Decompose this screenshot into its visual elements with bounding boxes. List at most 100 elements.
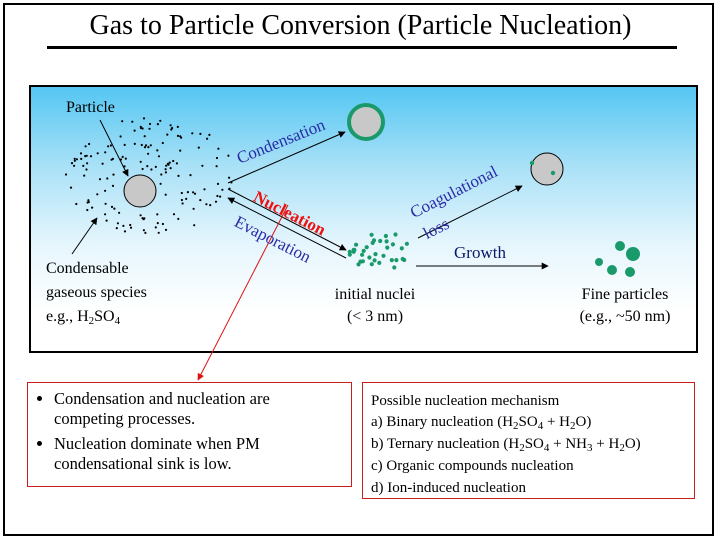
fine-particles-label: Fine particles bbox=[581, 286, 669, 303]
gas-molecule bbox=[154, 226, 157, 229]
nucleus-dot bbox=[392, 265, 397, 270]
gas-molecule bbox=[121, 120, 124, 123]
nucleus-dot bbox=[373, 252, 378, 257]
gas-molecule bbox=[197, 146, 200, 149]
gas-molecule bbox=[180, 198, 183, 202]
gas-molecule bbox=[164, 193, 167, 196]
gas-molecule bbox=[176, 134, 180, 137]
gas-molecule bbox=[208, 133, 211, 136]
gas-molecule bbox=[149, 144, 152, 147]
gas-molecule bbox=[219, 195, 222, 198]
gas-molecule bbox=[139, 214, 142, 217]
gas-molecule bbox=[156, 149, 159, 152]
gas-molecule bbox=[111, 157, 114, 160]
condensable-line-1: Condensable bbox=[46, 260, 129, 277]
gas-molecule bbox=[172, 213, 176, 216]
gas-molecule bbox=[189, 174, 192, 177]
gas-molecule bbox=[221, 188, 224, 191]
mechanism-ternary: b) Ternary nucleation (H2SO4 + NH3 + H2O… bbox=[371, 436, 641, 454]
gas-molecule bbox=[144, 144, 148, 147]
nucleation-arrow bbox=[227, 188, 347, 251]
nucleation-mechanism-note: Possible nucleation mechanism a) Binary … bbox=[362, 382, 695, 499]
gas-molecule bbox=[156, 213, 159, 216]
gas-molecule bbox=[193, 192, 197, 195]
note-bullet-2: Nucleation dominate when PM condensation… bbox=[54, 434, 343, 474]
initial-nuclei-cluster bbox=[347, 232, 409, 270]
gas-molecule bbox=[169, 124, 172, 127]
evaporation-arrow bbox=[227, 197, 347, 259]
gas-molecule bbox=[144, 231, 147, 234]
gas-molecule bbox=[140, 143, 143, 147]
mechanism-ion-induced: d) Ion-induced nucleation bbox=[371, 480, 526, 496]
callout-red-line bbox=[197, 204, 289, 381]
gas-molecule bbox=[139, 126, 143, 130]
gas-molecule bbox=[214, 200, 218, 203]
gas-molecule bbox=[181, 202, 184, 205]
gas-molecule bbox=[91, 206, 94, 209]
gas-molecule bbox=[105, 219, 108, 222]
gas-molecule bbox=[168, 161, 171, 164]
nucleus-dot bbox=[384, 239, 389, 244]
gas-molecule bbox=[177, 217, 180, 220]
nucleus-dot bbox=[347, 252, 352, 257]
gas-molecule bbox=[215, 165, 218, 168]
nucleus-dot bbox=[361, 248, 366, 253]
gas-molecule bbox=[73, 157, 76, 160]
nucleus-dot bbox=[381, 253, 386, 258]
gas-molecule bbox=[104, 189, 107, 192]
gas-molecule bbox=[156, 123, 159, 126]
gas-molecule bbox=[170, 128, 173, 131]
initial-nuclei-label: initial nuclei bbox=[334, 286, 416, 303]
nucleus-dot bbox=[404, 241, 409, 246]
gas-molecule bbox=[142, 229, 145, 232]
gas-molecule bbox=[133, 142, 136, 145]
slide-frame bbox=[3, 3, 714, 536]
gas-molecule bbox=[109, 144, 112, 147]
nucleus-dot bbox=[364, 245, 369, 250]
gas-molecule bbox=[101, 162, 104, 165]
gas-molecule bbox=[75, 158, 78, 161]
gas-molecule bbox=[84, 155, 87, 158]
gas-molecule bbox=[116, 222, 119, 225]
gas-molecule bbox=[115, 227, 118, 230]
gas-molecule bbox=[87, 200, 90, 204]
gas-molecule bbox=[166, 162, 169, 165]
gas-molecule bbox=[148, 127, 151, 130]
gas-molecule bbox=[143, 135, 146, 138]
gas-molecule bbox=[161, 222, 164, 226]
attached-nucleus-1 bbox=[529, 160, 535, 166]
gas-molecule bbox=[205, 203, 208, 206]
nucleus-dot bbox=[351, 249, 356, 254]
nucleus-dot bbox=[377, 260, 382, 265]
gas-molecule bbox=[164, 228, 168, 231]
gas-molecule bbox=[121, 155, 124, 158]
gas-molecule bbox=[217, 147, 220, 150]
gas-molecule bbox=[209, 204, 212, 207]
gas-molecule bbox=[83, 174, 86, 177]
attached-nucleus-2 bbox=[550, 170, 556, 176]
gas-molecule bbox=[172, 159, 175, 163]
gas-molecule bbox=[122, 224, 125, 227]
gas-molecule-dots bbox=[64, 117, 233, 234]
note-bullet-1: Condensation and nucleation are competin… bbox=[54, 389, 343, 429]
nucleus-dot bbox=[390, 242, 395, 247]
gas-molecule bbox=[228, 176, 231, 179]
gas-molecule bbox=[85, 168, 88, 171]
gas-molecule bbox=[159, 182, 162, 185]
gas-molecule bbox=[147, 146, 150, 149]
gas-molecule bbox=[129, 223, 132, 227]
gas-molecule bbox=[80, 157, 83, 160]
coagulational-loss-arrow bbox=[417, 185, 523, 239]
condensable-line-2: gaseous species bbox=[46, 284, 147, 301]
gas-molecule bbox=[203, 188, 206, 191]
initial-nuclei-size: (< 3 nm) bbox=[346, 308, 404, 325]
gas-molecule bbox=[206, 137, 209, 140]
gas-molecule bbox=[119, 135, 122, 138]
condensable-example: e.g., H2SO4 bbox=[46, 308, 121, 327]
gas-molecule bbox=[180, 191, 183, 195]
gas-molecule bbox=[216, 194, 219, 198]
nucleus-dot bbox=[360, 252, 365, 257]
gas-molecule bbox=[185, 197, 188, 200]
gas-molecule bbox=[118, 211, 121, 214]
gas-molecule bbox=[69, 186, 73, 189]
